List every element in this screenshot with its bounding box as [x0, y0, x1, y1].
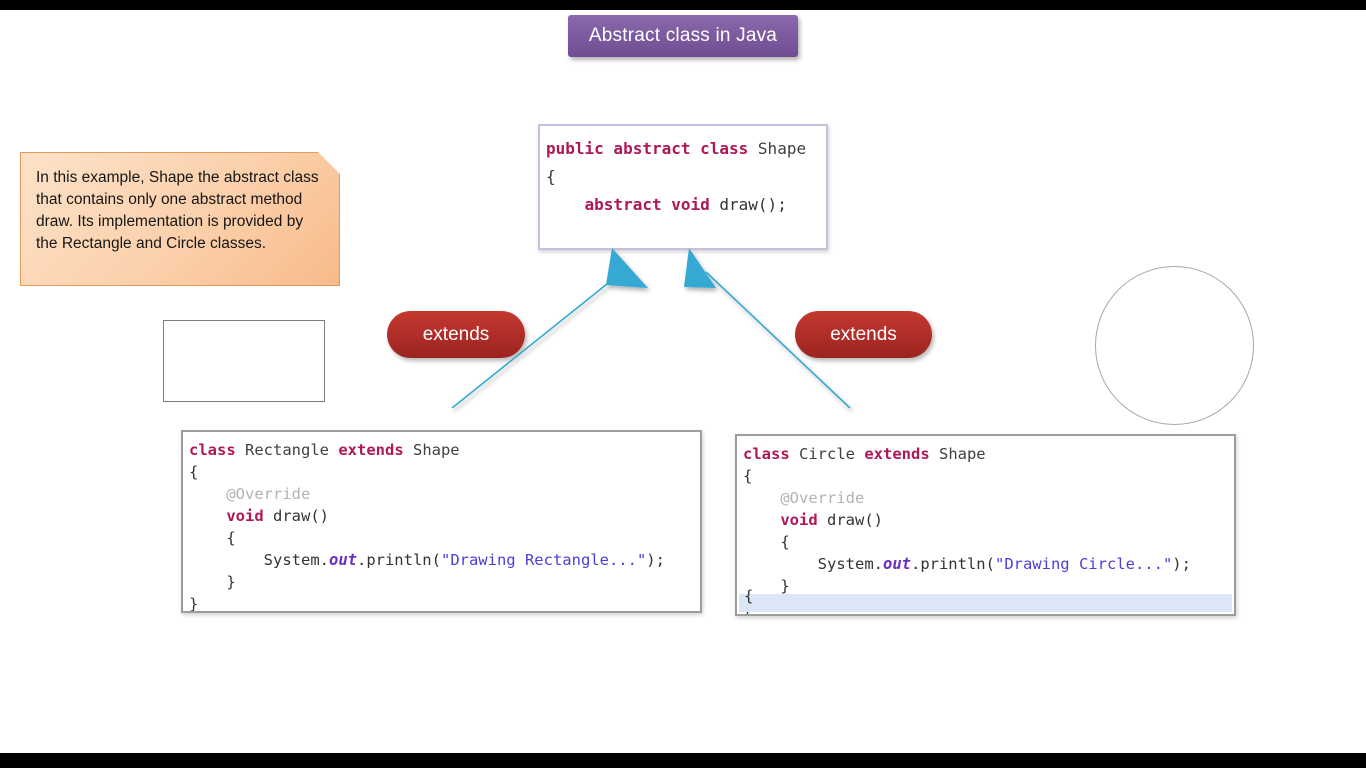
shape-class-code-text: public abstract class Shape { abstract v…: [546, 139, 807, 214]
extends-label-circle: extends: [795, 311, 932, 358]
page-title: Abstract class in Java: [588, 25, 778, 46]
slide-canvas: Abstract class in Java In this example, …: [0, 10, 1366, 753]
shape-class-code-box: public abstract class Shape { abstract v…: [538, 124, 828, 250]
rectangle-class-code-box: class Rectangle extends Shape { @Overrid…: [181, 430, 702, 613]
explanation-note-text: In this example, Shape the abstract clas…: [36, 169, 319, 252]
editor-current-line-highlight: {: [739, 587, 1232, 612]
slide-title-banner: Abstract class in Java: [568, 15, 798, 57]
letterbox-top-bar: [0, 0, 1366, 10]
explanation-note-box: In this example, Shape the abstract clas…: [20, 152, 340, 286]
empty-rectangle-shape: [163, 320, 325, 402]
empty-circle-shape: [1095, 266, 1254, 425]
extends-label-circle-text: extends: [830, 323, 897, 345]
rectangle-class-code-text: class Rectangle extends Shape { @Overrid…: [189, 441, 665, 613]
letterbox-bottom-bar: [0, 753, 1366, 768]
circle-class-code-text: class Circle extends Shape { @Override v…: [743, 445, 1191, 614]
extends-label-rectangle-text: extends: [422, 323, 490, 345]
current-line-brace: {: [744, 587, 754, 605]
circle-class-code-box: class Circle extends Shape { @Override v…: [735, 434, 1236, 616]
extends-label-rectangle: extends: [387, 311, 525, 358]
